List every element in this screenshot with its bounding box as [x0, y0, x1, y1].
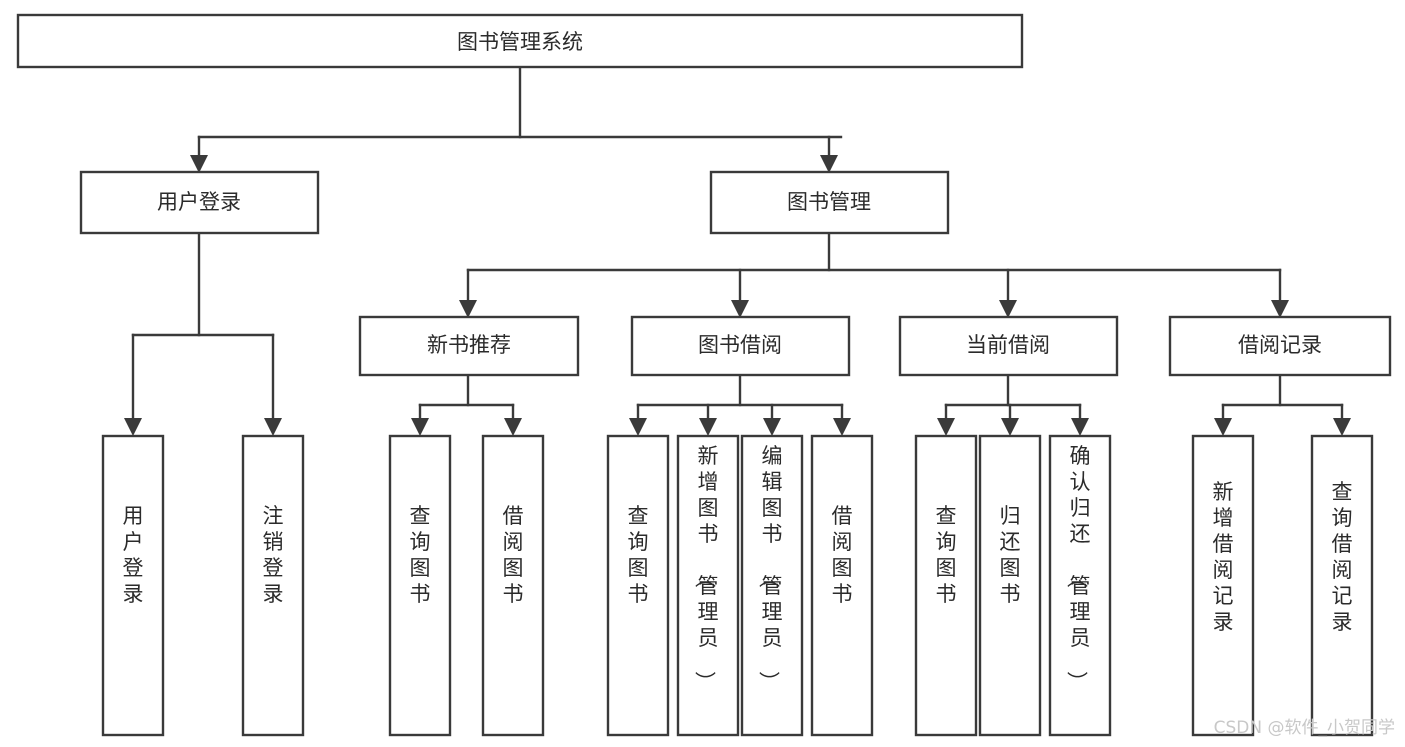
node-leaf-logout-label: 注销登录	[263, 504, 284, 606]
node-book-manage-label: 图书管理	[787, 190, 871, 214]
node-borrow-record[interactable]: 借阅记录	[1168, 315, 1392, 377]
node-leaf-user-login[interactable]: 用户登录	[101, 434, 165, 737]
node-current-borrow-box[interactable]	[898, 315, 1119, 377]
arrowhead-borrow-record	[1271, 300, 1289, 318]
node-leaf-borrow-book-2-label: 借阅图书	[832, 504, 853, 606]
node-leaf-borrow-book-2[interactable]: 借阅图书	[810, 434, 874, 737]
arrowhead-leaf-return-book	[1001, 418, 1019, 436]
node-leaf-query-record-box[interactable]	[1310, 434, 1374, 737]
node-borrow-record-label: 借阅记录	[1238, 333, 1322, 357]
node-book-borrow-box[interactable]	[630, 315, 851, 377]
node-book-borrow-label: 图书借阅	[698, 333, 782, 357]
csdn-watermark: CSDN @软件_小贺同学	[1214, 718, 1395, 738]
node-leaf-return-book-box[interactable]	[978, 434, 1042, 737]
node-leaf-query-book-2[interactable]: 查询图书	[606, 434, 670, 737]
connector-layer	[124, 65, 1351, 436]
node-new-book-rec-box[interactable]	[358, 315, 580, 377]
node-root-label: 图书管理系统	[457, 30, 583, 54]
node-leaf-edit-book-label: 编辑图书（管理员）	[757, 444, 783, 692]
arrowhead-book-manage	[820, 155, 838, 173]
node-leaf-borrow-book-1[interactable]: 借阅图书	[481, 434, 545, 737]
node-leaf-query-record-label: 查询借阅记录	[1332, 480, 1353, 634]
arrowhead-leaf-add-book	[699, 418, 717, 436]
node-leaf-add-record[interactable]: 新增借阅记录	[1191, 434, 1255, 737]
arrowhead-user-login	[190, 155, 208, 173]
node-leaf-logout[interactable]: 注销登录	[241, 434, 305, 737]
arrowhead-leaf-borrow-book-2	[833, 418, 851, 436]
arrowhead-leaf-query-book-3	[937, 418, 955, 436]
arrowhead-current-borrow	[999, 300, 1017, 318]
node-leaf-add-record-label: 新增借阅记录	[1213, 480, 1234, 634]
arrowhead-leaf-query-book-2	[629, 418, 647, 436]
arrowhead-book-borrow	[731, 300, 749, 318]
arrowhead-leaf-confirm-return	[1071, 418, 1089, 436]
node-leaf-edit-book-box[interactable]	[740, 434, 804, 737]
node-root-box[interactable]	[16, 13, 1024, 69]
arrowhead-leaf-query-book-1	[411, 418, 429, 436]
node-book-borrow[interactable]: 图书借阅	[630, 315, 851, 377]
node-user-login-label: 用户登录	[157, 190, 241, 214]
node-leaf-query-book-2-label: 查询图书	[628, 504, 649, 606]
arrowhead-leaf-add-record	[1214, 418, 1232, 436]
node-leaf-add-book[interactable]: 新增图书（管理员）	[676, 434, 740, 737]
node-leaf-query-book-2-box[interactable]	[606, 434, 670, 737]
node-leaf-borrow-book-1-label: 借阅图书	[503, 504, 524, 606]
node-leaf-query-book-3-box[interactable]	[914, 434, 978, 737]
node-leaf-add-book-label: 新增图书（管理员）	[693, 444, 719, 692]
arrowhead-leaf-borrow-book-1	[504, 418, 522, 436]
node-new-book-rec-label: 新书推荐	[427, 333, 511, 357]
node-leaf-query-book-1[interactable]: 查询图书	[388, 434, 452, 737]
node-leaf-query-book-1-label: 查询图书	[410, 504, 431, 606]
node-book-manage[interactable]: 图书管理	[709, 170, 950, 235]
arrowhead-leaf-logout	[264, 418, 282, 436]
node-leaf-query-book-3[interactable]: 查询图书	[914, 434, 978, 737]
node-leaf-query-book-1-box[interactable]	[388, 434, 452, 737]
arrowhead-leaf-user-login	[124, 418, 142, 436]
node-leaf-add-record-box[interactable]	[1191, 434, 1255, 737]
node-leaf-logout-box[interactable]	[241, 434, 305, 737]
node-leaf-edit-book[interactable]: 编辑图书（管理员）	[740, 434, 804, 737]
node-user-login[interactable]: 用户登录	[79, 170, 320, 235]
node-leaf-return-book-label: 归还图书	[1000, 504, 1021, 606]
node-leaf-borrow-book-1-box[interactable]	[481, 434, 545, 737]
node-leaf-user-login-box[interactable]	[101, 434, 165, 737]
node-leaf-user-login-label: 用户登录	[123, 504, 144, 606]
node-current-borrow-label: 当前借阅	[966, 333, 1050, 357]
node-current-borrow[interactable]: 当前借阅	[898, 315, 1119, 377]
node-leaf-confirm-return[interactable]: 确认归还（管理员）	[1048, 434, 1112, 737]
node-book-manage-box[interactable]	[709, 170, 950, 235]
node-leaf-query-book-3-label: 查询图书	[936, 504, 957, 606]
node-leaf-return-book[interactable]: 归还图书	[978, 434, 1042, 737]
node-user-login-box[interactable]	[79, 170, 320, 235]
node-leaf-confirm-return-label: 确认归还（管理员）	[1065, 444, 1091, 692]
arrowhead-leaf-query-record	[1333, 418, 1351, 436]
node-leaf-query-record[interactable]: 查询借阅记录	[1310, 434, 1374, 737]
node-new-book-rec[interactable]: 新书推荐	[358, 315, 580, 377]
node-borrow-record-box[interactable]	[1168, 315, 1392, 377]
arrowhead-new-book-rec	[459, 300, 477, 318]
node-root[interactable]: 图书管理系统	[16, 13, 1024, 69]
node-leaf-borrow-book-2-box[interactable]	[810, 434, 874, 737]
node-leaf-add-book-box[interactable]	[676, 434, 740, 737]
arrowhead-leaf-edit-book	[763, 418, 781, 436]
node-leaf-confirm-return-box[interactable]	[1048, 434, 1112, 737]
